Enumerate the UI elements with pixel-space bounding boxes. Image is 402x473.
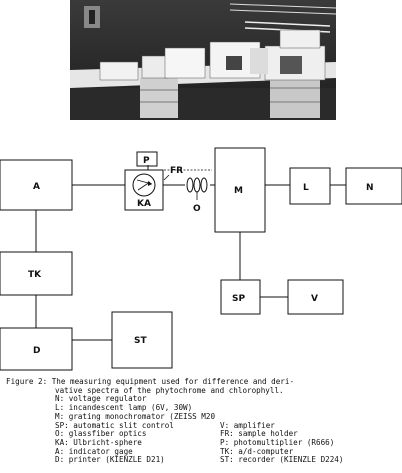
block-n <box>345 167 402 205</box>
block-sp <box>220 279 261 315</box>
legend-entry <box>220 395 398 404</box>
block-v <box>287 279 344 315</box>
legend-entry: TK: a/d-computer <box>220 447 294 456</box>
block-sp-label: SP <box>232 294 245 304</box>
block-l-label: L <box>303 183 309 193</box>
legend-entry <box>220 413 398 422</box>
lens-icon <box>193 177 201 193</box>
legend-entry: KA: Ulbricht-sphere <box>55 438 142 447</box>
block-a <box>0 159 73 211</box>
block-diagram: A P KA FR O M L N SP V TK D ST <box>0 147 402 371</box>
legend-entry: SP: automatic slit control <box>55 421 174 430</box>
block-m-label: M <box>234 186 243 196</box>
block-ka-label: KA <box>137 199 151 209</box>
block-fr-label: FR <box>170 166 183 176</box>
block-l <box>289 167 331 205</box>
block-a-label: A <box>33 182 40 192</box>
legend-entry: N: voltage regulator <box>55 395 147 404</box>
sphere-icon <box>132 173 156 197</box>
legend-entry: D: printer (KIENZLE D21) <box>55 456 165 465</box>
block-tk <box>0 251 73 296</box>
caption-legend: N: voltage regulator L: incandescent lam… <box>55 395 398 465</box>
figure-caption: Figure 2: The measuring equipment used f… <box>6 377 398 465</box>
block-m <box>214 147 266 233</box>
caption-lead: Figure 2: The measuring equipment used f… <box>6 377 295 386</box>
block-p <box>136 151 158 167</box>
block-o-label: O <box>193 204 201 214</box>
block-v-label: V <box>311 294 318 304</box>
legend-entry: O: glassfiber optics <box>55 430 147 439</box>
lens-icon <box>200 177 208 193</box>
block-n-label: N <box>366 183 374 193</box>
legend-entry: FR: sample holder <box>220 430 298 439</box>
equipment-photo <box>70 0 336 120</box>
block-tk-label: TK <box>28 270 42 280</box>
block-d-label: D <box>33 346 40 356</box>
legend-entry: M: grating monochromator (ZEISS M20) <box>55 412 216 421</box>
block-st <box>111 311 173 369</box>
block-ka <box>124 169 164 211</box>
lens-icon <box>186 177 194 193</box>
block-p-label: P <box>143 156 150 166</box>
caption-continuation: vative spectra of the phytochrome and ch… <box>55 385 284 395</box>
legend-entry: P: photomultiplier (R666) <box>220 438 335 447</box>
block-d <box>0 327 73 371</box>
legend-entry: A: indicator gage <box>55 447 133 456</box>
block-st-label: ST <box>134 336 147 346</box>
legend-entry: L: incandescent lamp (6V, 30W) <box>55 404 193 413</box>
legend-entry: V: amplifier <box>220 421 275 430</box>
legend-entry: ST: recorder (KIENZLE D224) <box>220 456 344 465</box>
legend-entry <box>220 404 398 413</box>
